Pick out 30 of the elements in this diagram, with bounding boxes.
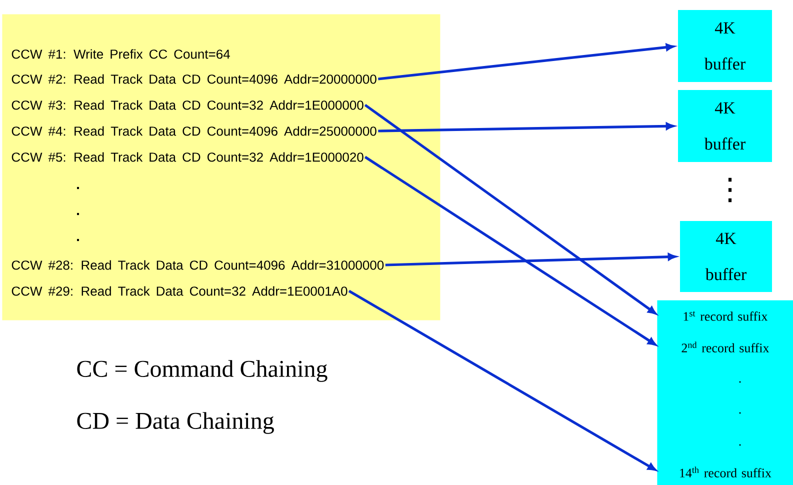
panel-background <box>2 14 440 320</box>
command-text: CCW #28: Read Track Data CD Count=4096 Addr=31000000 <box>12 260 384 270</box>
dot-text: . <box>77 186 79 190</box>
dot-text: . <box>77 212 79 216</box>
suffix-text: 2$^{nd}$ record suffix <box>682 342 770 352</box>
dot-text: . <box>739 381 741 383</box>
arrow <box>348 290 656 471</box>
arrow <box>378 122 674 132</box>
arrow <box>385 253 676 266</box>
dot-text: . <box>77 238 79 242</box>
arrow <box>364 156 656 346</box>
ellipsis-text: ⋮ <box>728 178 732 202</box>
buffer-box: 4K buffer <box>678 90 772 162</box>
command-text: CCW #3: Read Track Data CD Count=32 Addr=1E000000 <box>12 100 364 110</box>
buffer-box: 4K buffer <box>678 10 772 82</box>
arrow <box>378 44 674 80</box>
dot-text: . <box>739 412 741 414</box>
command-text: CCW #4: Read Track Data CD Count=4096 Addr=25000000 <box>12 126 376 136</box>
legend-text: CC = Command Chaining <box>77 360 328 382</box>
dot-text: . <box>739 444 741 446</box>
suffix-text: 1$^{st}$ record suffix <box>684 311 768 321</box>
command-text: CCW #1: Write Prefix CC Count=64 <box>12 49 230 59</box>
panel-background <box>657 300 793 485</box>
command-text: CCW #29: Read Track Data Count=32 Addr=1E0001A0 <box>12 286 348 296</box>
command-text: CCW #5: Read Track Data CD Count=32 Addr=1E000020 <box>12 152 364 162</box>
legend-text: CD = Data Chaining <box>77 412 274 434</box>
buffer-box: 4K buffer <box>680 221 772 292</box>
command-text: CCW #2: Read Track Data CD Count=4096 Addr=20000000 <box>12 74 376 84</box>
suffix-text: 14$^{th}$ record suffix <box>680 466 772 478</box>
arrow <box>364 104 656 314</box>
